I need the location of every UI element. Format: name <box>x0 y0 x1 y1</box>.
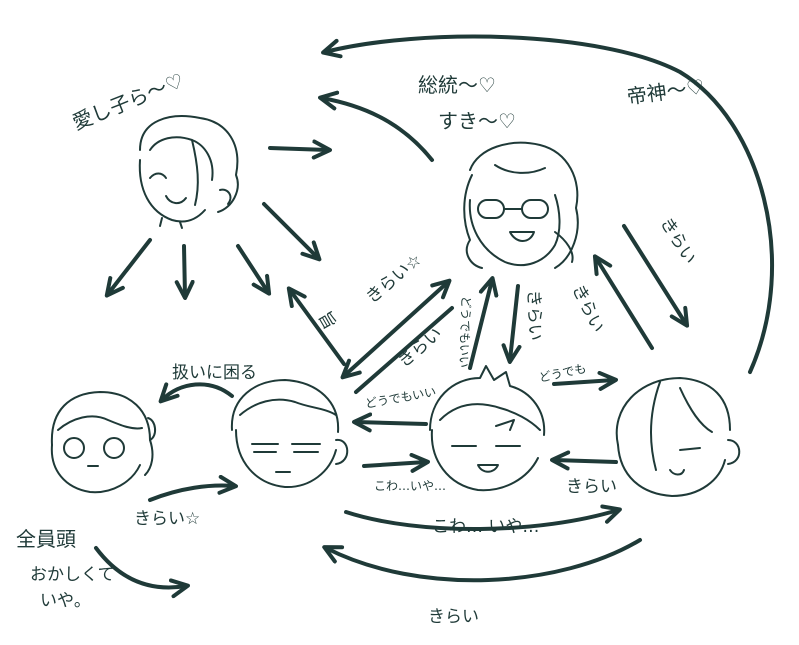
arrow-big-arc-top <box>321 34 775 374</box>
label-iya: いや。 <box>40 591 91 611</box>
character-bottom-mid-right <box>429 365 546 492</box>
arrow-kirai-down <box>501 284 522 364</box>
label-manago: 愛し子ら〜♡ <box>69 68 187 134</box>
label-kirai-right-inner: きらい <box>568 281 608 336</box>
label-kirai-right: きらい <box>656 214 700 268</box>
character-far-right <box>615 377 741 497</box>
arrow-doudemo-left <box>352 412 428 433</box>
label-kowai-iya: こわ… いや… <box>432 517 539 537</box>
arrow-top-left-right <box>268 139 332 160</box>
label-kirai-star-bottom: きらい☆ <box>134 509 200 529</box>
arrow-kowai-long <box>344 504 622 532</box>
arrow-top-left-down3 <box>236 244 272 296</box>
arrow-top-left-down1 <box>104 238 152 298</box>
character-top-right <box>463 141 579 269</box>
character-bottom-mid-left <box>230 379 349 489</box>
label-doudemoii: どうでもいい <box>456 296 472 368</box>
arrow-kirai-star-bottom <box>148 474 238 502</box>
arrow-atsukai <box>158 382 234 404</box>
label-kirai-mid3: きらい <box>566 477 617 497</box>
label-zenin: 全員頭 <box>16 527 76 551</box>
arrow-zenin <box>94 546 190 599</box>
arrow-kirai-star-diag <box>340 278 452 380</box>
arrow-mune <box>286 286 346 366</box>
arrow-doudemo-up <box>468 276 499 370</box>
label-suki: すき〜♡ <box>438 109 516 133</box>
arrow-top-left-down2 <box>174 244 195 300</box>
arrow-kirai-diag2 <box>354 306 454 394</box>
arrow-top-left-down4 <box>262 202 322 262</box>
label-kirai-star: きらい☆ <box>362 250 426 308</box>
arrow-kirai-left <box>550 450 618 471</box>
arrow-doudemo-right <box>552 370 618 391</box>
arrows <box>94 34 775 599</box>
label-dou-demo-ii: どうでもいい <box>364 385 437 411</box>
label-sousui: 総統〜♡ <box>418 73 496 97</box>
label-kirai-bottom: きらい <box>428 607 479 627</box>
label-kowai-iya-small: こわ…いや… <box>374 479 446 493</box>
arrow-top-right-to-left <box>318 90 434 162</box>
character-top-left <box>138 115 239 229</box>
arrow-kirai-up-right <box>592 254 654 350</box>
label-atsukai: 扱いに困る <box>172 363 257 383</box>
label-teishin: 帝神〜♡ <box>625 74 706 109</box>
label-kirai-mid1: きらい <box>523 289 545 341</box>
arrow-kirai-down-right <box>622 224 690 328</box>
labels: 愛し子ら〜♡ 総統〜♡ すき〜♡ 帝神〜♡ きらい きらい きらい☆ どうでもい… <box>16 68 706 627</box>
character-bottom-left <box>50 391 156 494</box>
label-kirai-mid2: きらい <box>394 324 446 372</box>
label-okashikute: おかしくて <box>30 565 115 585</box>
arrow-kowai-right <box>362 452 430 473</box>
arrow-kirai-bottom <box>322 538 642 583</box>
